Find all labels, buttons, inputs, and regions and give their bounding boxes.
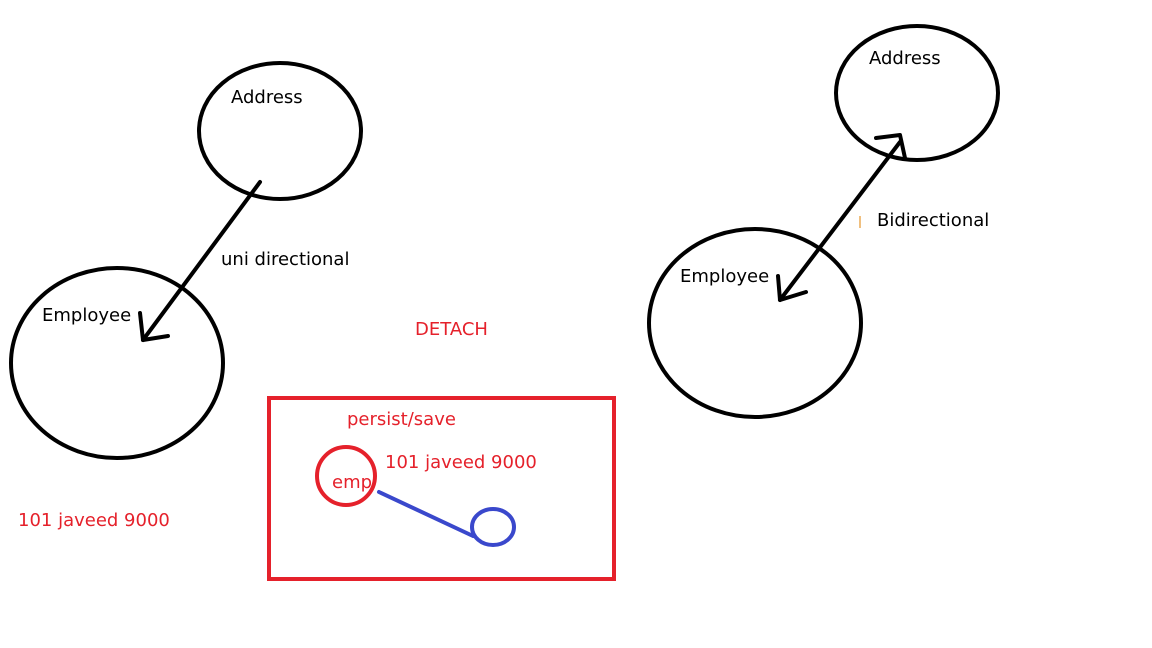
left-employee-label: Employee	[42, 305, 132, 326]
persist-box	[267, 396, 616, 581]
uni-directional-arrow	[138, 180, 262, 342]
right-address-label: Address	[869, 48, 941, 69]
left-address-circle	[197, 61, 363, 201]
emp-circle	[315, 445, 377, 507]
bottom-left-record-label: 101 javeed 9000	[18, 510, 170, 531]
stray-mark	[859, 216, 861, 228]
right-address-circle	[834, 24, 1000, 162]
left-employee-circle	[9, 266, 225, 460]
bidirectional-arrow	[776, 133, 907, 302]
box-record-label: 101 javeed 9000	[385, 452, 537, 473]
uni-directional-label: uni directional	[221, 249, 350, 270]
emp-link-line	[377, 490, 475, 538]
detach-label: DETACH	[415, 319, 488, 340]
emp-label: emp	[332, 472, 373, 493]
bidirectional-label: Bidirectional	[877, 210, 990, 231]
right-employee-label: Employee	[680, 266, 770, 287]
right-employee-circle	[647, 227, 863, 419]
persist-save-label: persist/save	[347, 409, 456, 430]
linked-object-circle	[470, 507, 516, 547]
left-address-label: Address	[231, 87, 303, 108]
